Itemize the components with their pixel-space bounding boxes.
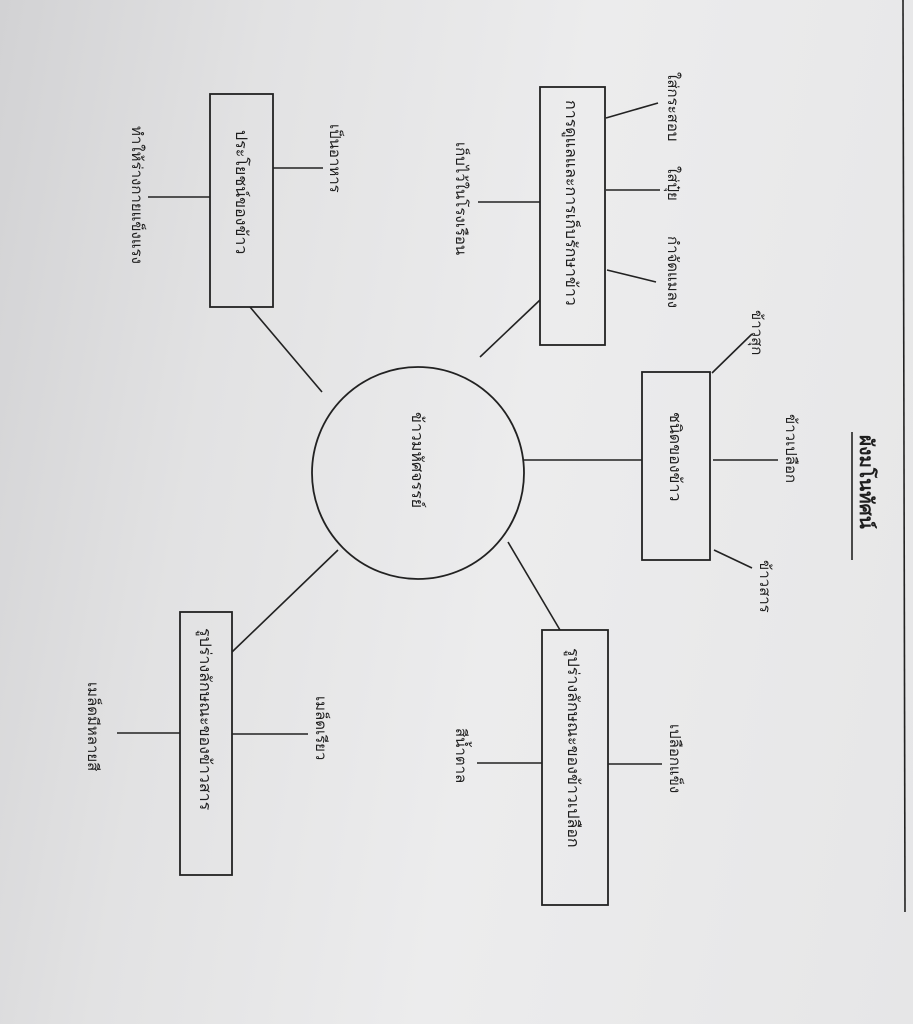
- branch-care: การดูแลและการเก็บรักษาข้าว ใส่กระสอบ ใส่…: [452, 72, 682, 346]
- branch-types: ชนิดของข้าว ข้าวสุก ข้าวเปลือก ข้าวสาร: [641, 310, 800, 613]
- benefits-label: ประโยชน์ของข้าว: [232, 130, 251, 254]
- benefits-item: เป็นอาหาร: [326, 124, 345, 193]
- care-box: [539, 86, 606, 346]
- types-box: [641, 371, 711, 561]
- milled-item: เมล็ดมีหลายสี: [84, 682, 103, 771]
- connector-care: [479, 299, 541, 358]
- benefits-item: ทำให้ร่างกายแข็งแรง: [128, 126, 147, 264]
- center-label: ข้าวมหัศจรรย์: [408, 412, 427, 508]
- branch-benefits: ประโยชน์ของข้าว เป็นอาหาร ทำให้ร่างกายแข…: [128, 93, 345, 308]
- care-item: เก็บไว้ในโรงเรือน: [452, 142, 471, 255]
- care-item: ใส่ปุ๋ย: [663, 166, 682, 201]
- milled-label: รูปร่างลักษณะของข้าวสาร: [195, 628, 215, 811]
- types-item: ข้าวสุก: [747, 310, 766, 355]
- center-node: [311, 366, 525, 580]
- types-item: ข้าวสาร: [756, 560, 774, 613]
- page-border-line: [902, 0, 906, 913]
- paddy-box: [541, 629, 609, 906]
- care-item: กำจัดแมลง: [664, 236, 682, 308]
- paddy-item: เปลือกแข็ง: [666, 724, 685, 793]
- connector-paddy: [507, 541, 561, 631]
- page-title: ผังมโนทัศน์: [855, 435, 878, 529]
- milled-box: [179, 611, 233, 876]
- care-label: การดูแลและการเก็บรักษาข้าว: [561, 100, 582, 306]
- paddy-item: สีน้ำตาล: [452, 728, 472, 783]
- types-item: ข้าวเปลือก: [782, 414, 800, 483]
- connector-benefits: [249, 306, 323, 393]
- branch-paddy: รูปร่างลักษณะของข้าวเปลือก เปลือกแข็ง สี…: [452, 629, 685, 906]
- benefits-box: [209, 93, 274, 308]
- paddy-label: รูปร่างลักษณะของข้าวเปลือก: [563, 648, 583, 848]
- care-item: ใส่กระสอบ: [664, 72, 682, 141]
- connector-milled: [231, 549, 339, 653]
- types-label: ชนิดของข้าว: [666, 412, 685, 501]
- milled-item: เมล็ดเรียว: [312, 696, 331, 760]
- branch-milled: รูปร่างลักษณะของข้าวสาร เมล็ดเรียว เมล็ด…: [84, 611, 331, 876]
